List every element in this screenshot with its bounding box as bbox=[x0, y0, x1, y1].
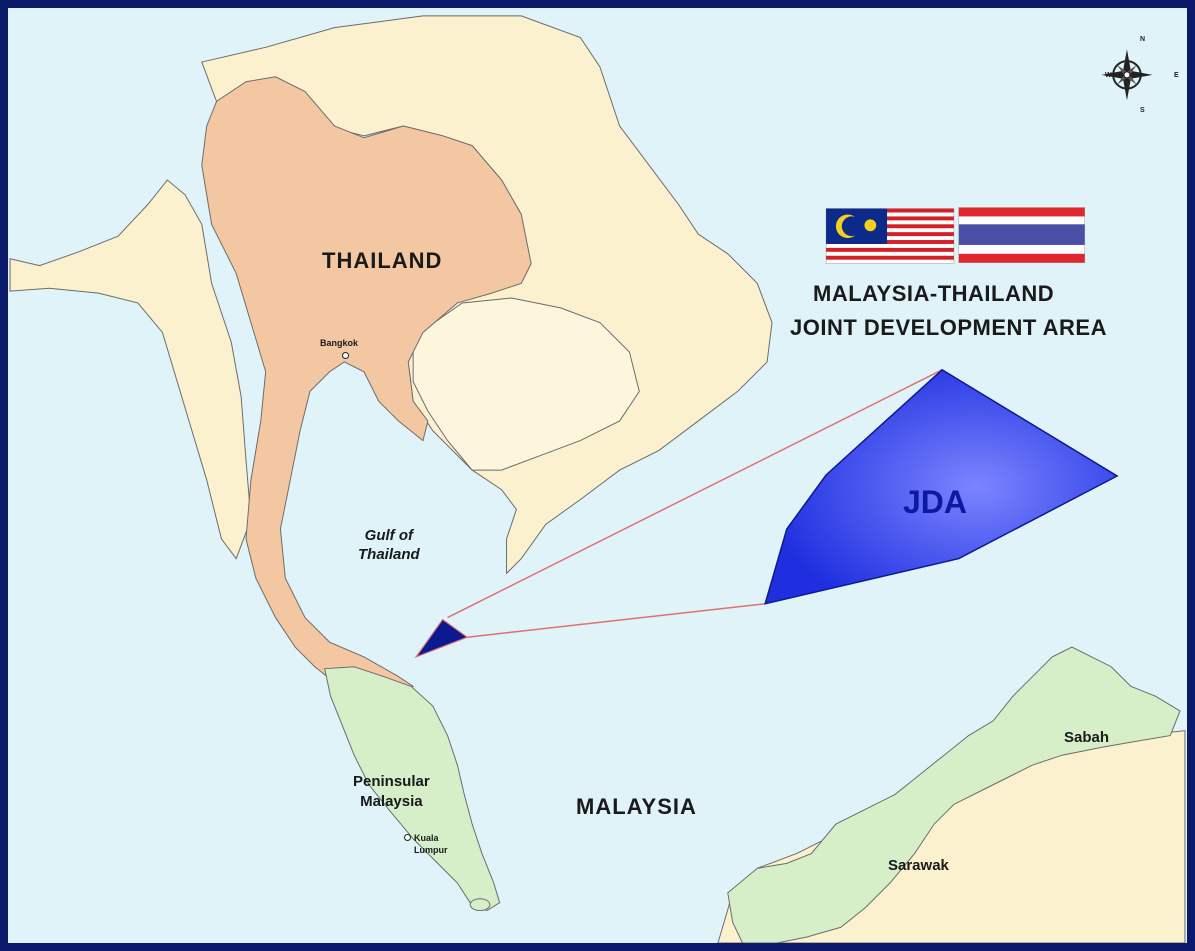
compass-rose-icon bbox=[1101, 49, 1153, 101]
peninsular-malaysia-label: Peninsular Malaysia bbox=[353, 772, 430, 812]
compass-w-label: W bbox=[1105, 72, 1112, 79]
compass-n-label: N bbox=[1140, 36, 1146, 43]
sabah-label: Sabah bbox=[1064, 729, 1110, 746]
thailand-land bbox=[201, 76, 532, 702]
bangkok-marker bbox=[342, 352, 349, 359]
peninsular-malaysia-land bbox=[324, 666, 501, 912]
neighbor-land-cambodia bbox=[412, 297, 640, 471]
jda-small-polygon bbox=[414, 618, 469, 659]
neighbor-land-west bbox=[9, 179, 252, 560]
malaysia-label: MALAYSIA bbox=[576, 794, 697, 819]
jda-enlarged-polygon bbox=[764, 368, 1119, 605]
gulf-line-2: Thailand bbox=[358, 546, 420, 563]
peninsular-line-1: Peninsular bbox=[353, 773, 430, 790]
title-line-2: JOINT DEVELOPMENT AREA bbox=[790, 315, 1107, 340]
thailand-label: THAILAND bbox=[322, 248, 443, 273]
gulf-line-1: Gulf of bbox=[364, 527, 413, 544]
callout-line-top bbox=[447, 369, 943, 619]
sabah-sarawak-land bbox=[727, 646, 1181, 943]
gulf-of-thailand-label: Gulf of Thailand bbox=[358, 526, 420, 564]
malaysia-flag bbox=[825, 208, 955, 264]
compass-e-label: E bbox=[1174, 72, 1179, 79]
map-canvas bbox=[9, 15, 1186, 943]
bangkok-label: Bangkok bbox=[320, 338, 359, 348]
title-line-1: MALAYSIA-THAILAND bbox=[813, 281, 1055, 306]
thailand-flag bbox=[958, 207, 1085, 263]
kuala-line-1: Kuala bbox=[414, 833, 439, 843]
sarawak-label: Sarawak bbox=[888, 857, 949, 874]
kuala-line-2: Lumpur bbox=[414, 845, 448, 855]
peninsular-line-2: Malaysia bbox=[360, 793, 423, 810]
jda-label: JDA bbox=[903, 484, 968, 520]
kuala-lumpur-marker bbox=[404, 834, 411, 841]
kuala-lumpur-label: Kuala Lumpur bbox=[414, 832, 448, 856]
island bbox=[469, 898, 491, 912]
callout-line-bottom bbox=[467, 603, 766, 638]
compass-s-label: S bbox=[1140, 107, 1145, 114]
